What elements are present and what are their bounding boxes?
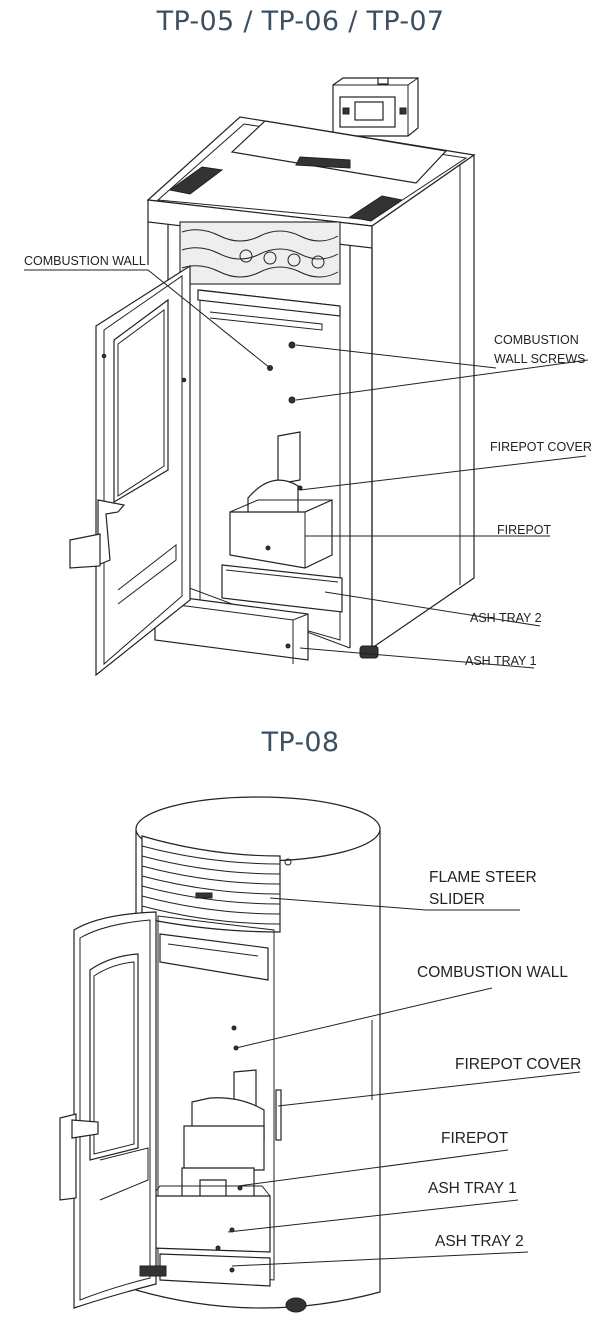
ash-trays-tp05 [154,564,343,664]
label-ash-tray-2: ASH TRAY 2 [435,1233,524,1250]
label-firepot: FIREPOT [497,523,552,537]
label-combustion-wall: COMBUSTION WALL [24,254,146,268]
label-combustion-wall: COMBUSTION WALL [417,964,568,981]
stove-drawing-tp08: FLAME STEER SLIDER COMBUSTION WALL FIREP… [59,796,581,1313]
opening-tp08 [157,915,282,1281]
diagram-title-tp05-tp07: TP-05 / TP-06 / TP-07 [156,6,445,37]
diagram-title-tp08: TP-08 [261,727,340,758]
label-combustion-wall-screws-line2: WALL SCREWS [494,352,585,366]
label-combustion-wall-screws-line1: COMBUSTION [494,333,579,347]
label-firepot-cover: FIREPOT COVER [490,440,592,454]
door-tp08 [59,911,167,1309]
louver-panel [141,835,292,933]
stove-body [147,153,475,659]
label-ash-tray-2: ASH TRAY 2 [470,611,542,625]
label-flame-steer-slider-line2: SLIDER [429,891,485,908]
label-firepot: FIREPOT [441,1130,509,1147]
control-panel [332,77,419,137]
label-flame-steer-slider-line1: FLAME STEER [429,869,537,886]
ash-trays-tp08 [151,1185,271,1287]
leader-lines-tp05 [24,269,589,669]
label-ash-tray-1: ASH TRAY 1 [428,1180,517,1197]
label-ash-tray-1: ASH TRAY 1 [465,654,537,668]
firepot-tp05 [229,431,333,569]
leader-lines-tp08 [227,897,581,1267]
door-tp05 [69,264,191,677]
label-firepot-cover: FIREPOT COVER [455,1056,581,1073]
stove-drawing-tp05: COMBUSTION WALL COMBUSTION WALL SCREWS F… [24,77,592,677]
